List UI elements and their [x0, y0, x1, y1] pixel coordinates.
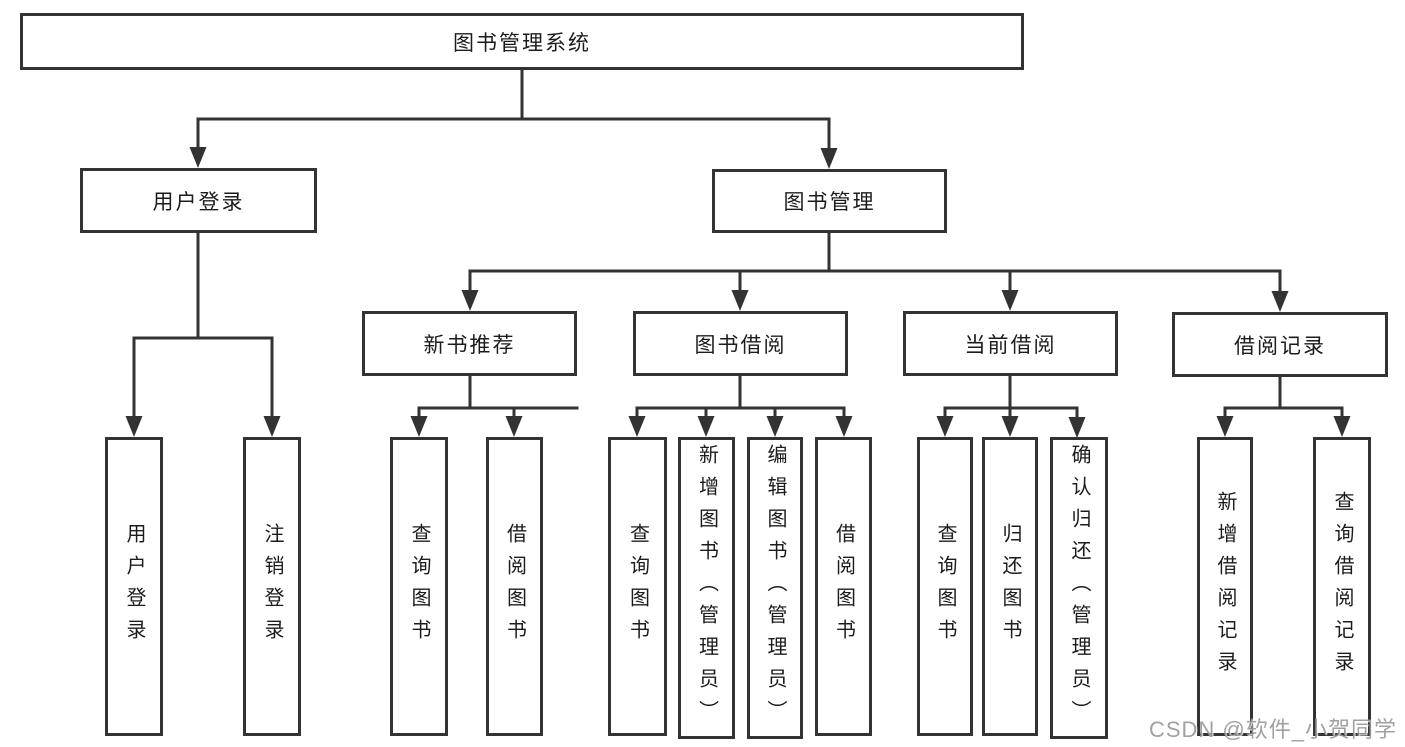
leaf-add-books-admin: 新增图书（管理员） — [678, 437, 735, 739]
leaf-logout-label: 注销登录 — [261, 522, 283, 651]
node-borrow-records-label: 借阅记录 — [1234, 334, 1326, 358]
node-borrow-records: 借阅记录 — [1172, 312, 1388, 377]
leaf-confirm-return-admin-label: 确认归还（管理员） — [1068, 444, 1090, 732]
leaf-query-books-borrow-label: 查询图书 — [626, 522, 649, 651]
leaf-query-borrow-record-label: 查询借阅记录 — [1331, 490, 1353, 683]
leaf-query-books-current: 查询图书 — [917, 437, 973, 736]
leaf-add-borrow-record-label: 新增借阅记录 — [1214, 490, 1236, 683]
leaf-add-borrow-record: 新增借阅记录 — [1197, 437, 1253, 736]
node-book-management-label: 图书管理 — [783, 191, 876, 214]
leaf-borrow-books: 借阅图书 — [815, 437, 872, 736]
leaf-return-books-label: 归还图书 — [999, 522, 1021, 651]
node-user-login-group: 用户登录 — [80, 168, 317, 233]
csdn-watermark: CSDN @软件_小贺同学 — [1148, 717, 1397, 742]
node-root-system: 图书管理系统 — [20, 13, 1024, 70]
leaf-borrow-books-label: 借阅图书 — [832, 522, 855, 651]
node-new-book-recommend: 新书推荐 — [362, 311, 577, 376]
leaf-logout: 注销登录 — [243, 437, 301, 736]
leaf-confirm-return-admin: 确认归还（管理员） — [1050, 437, 1108, 739]
leaf-query-books-current-label: 查询图书 — [934, 522, 956, 651]
leaf-return-books: 归还图书 — [982, 437, 1038, 736]
node-current-borrow: 当前借阅 — [903, 311, 1118, 376]
leaf-user-login: 用户登录 — [105, 437, 163, 736]
node-book-borrow-label: 图书借阅 — [694, 333, 787, 357]
node-user-login-group-label: 用户登录 — [152, 190, 245, 214]
leaf-add-books-admin-label: 新增图书（管理员） — [695, 444, 718, 732]
node-new-book-recommend-label: 新书推荐 — [423, 333, 516, 357]
node-book-management: 图书管理 — [712, 169, 947, 233]
leaf-query-books-recommend: 查询图书 — [390, 437, 448, 736]
leaf-user-login-label: 用户登录 — [123, 522, 145, 651]
leaf-borrow-books-recommend-label: 借阅图书 — [503, 522, 526, 651]
leaf-borrow-books-recommend: 借阅图书 — [486, 437, 543, 736]
node-book-borrow: 图书借阅 — [633, 311, 848, 376]
node-root-system-label: 图书管理系统 — [453, 31, 591, 55]
leaf-edit-books-admin-label: 编辑图书（管理员） — [764, 444, 786, 732]
leaf-query-books-recommend-label: 查询图书 — [408, 522, 430, 651]
leaf-query-borrow-record: 查询借阅记录 — [1313, 437, 1371, 736]
leaf-edit-books-admin: 编辑图书（管理员） — [747, 437, 803, 739]
node-current-borrow-label: 当前借阅 — [964, 333, 1057, 357]
leaf-query-books-borrow: 查询图书 — [608, 437, 667, 736]
